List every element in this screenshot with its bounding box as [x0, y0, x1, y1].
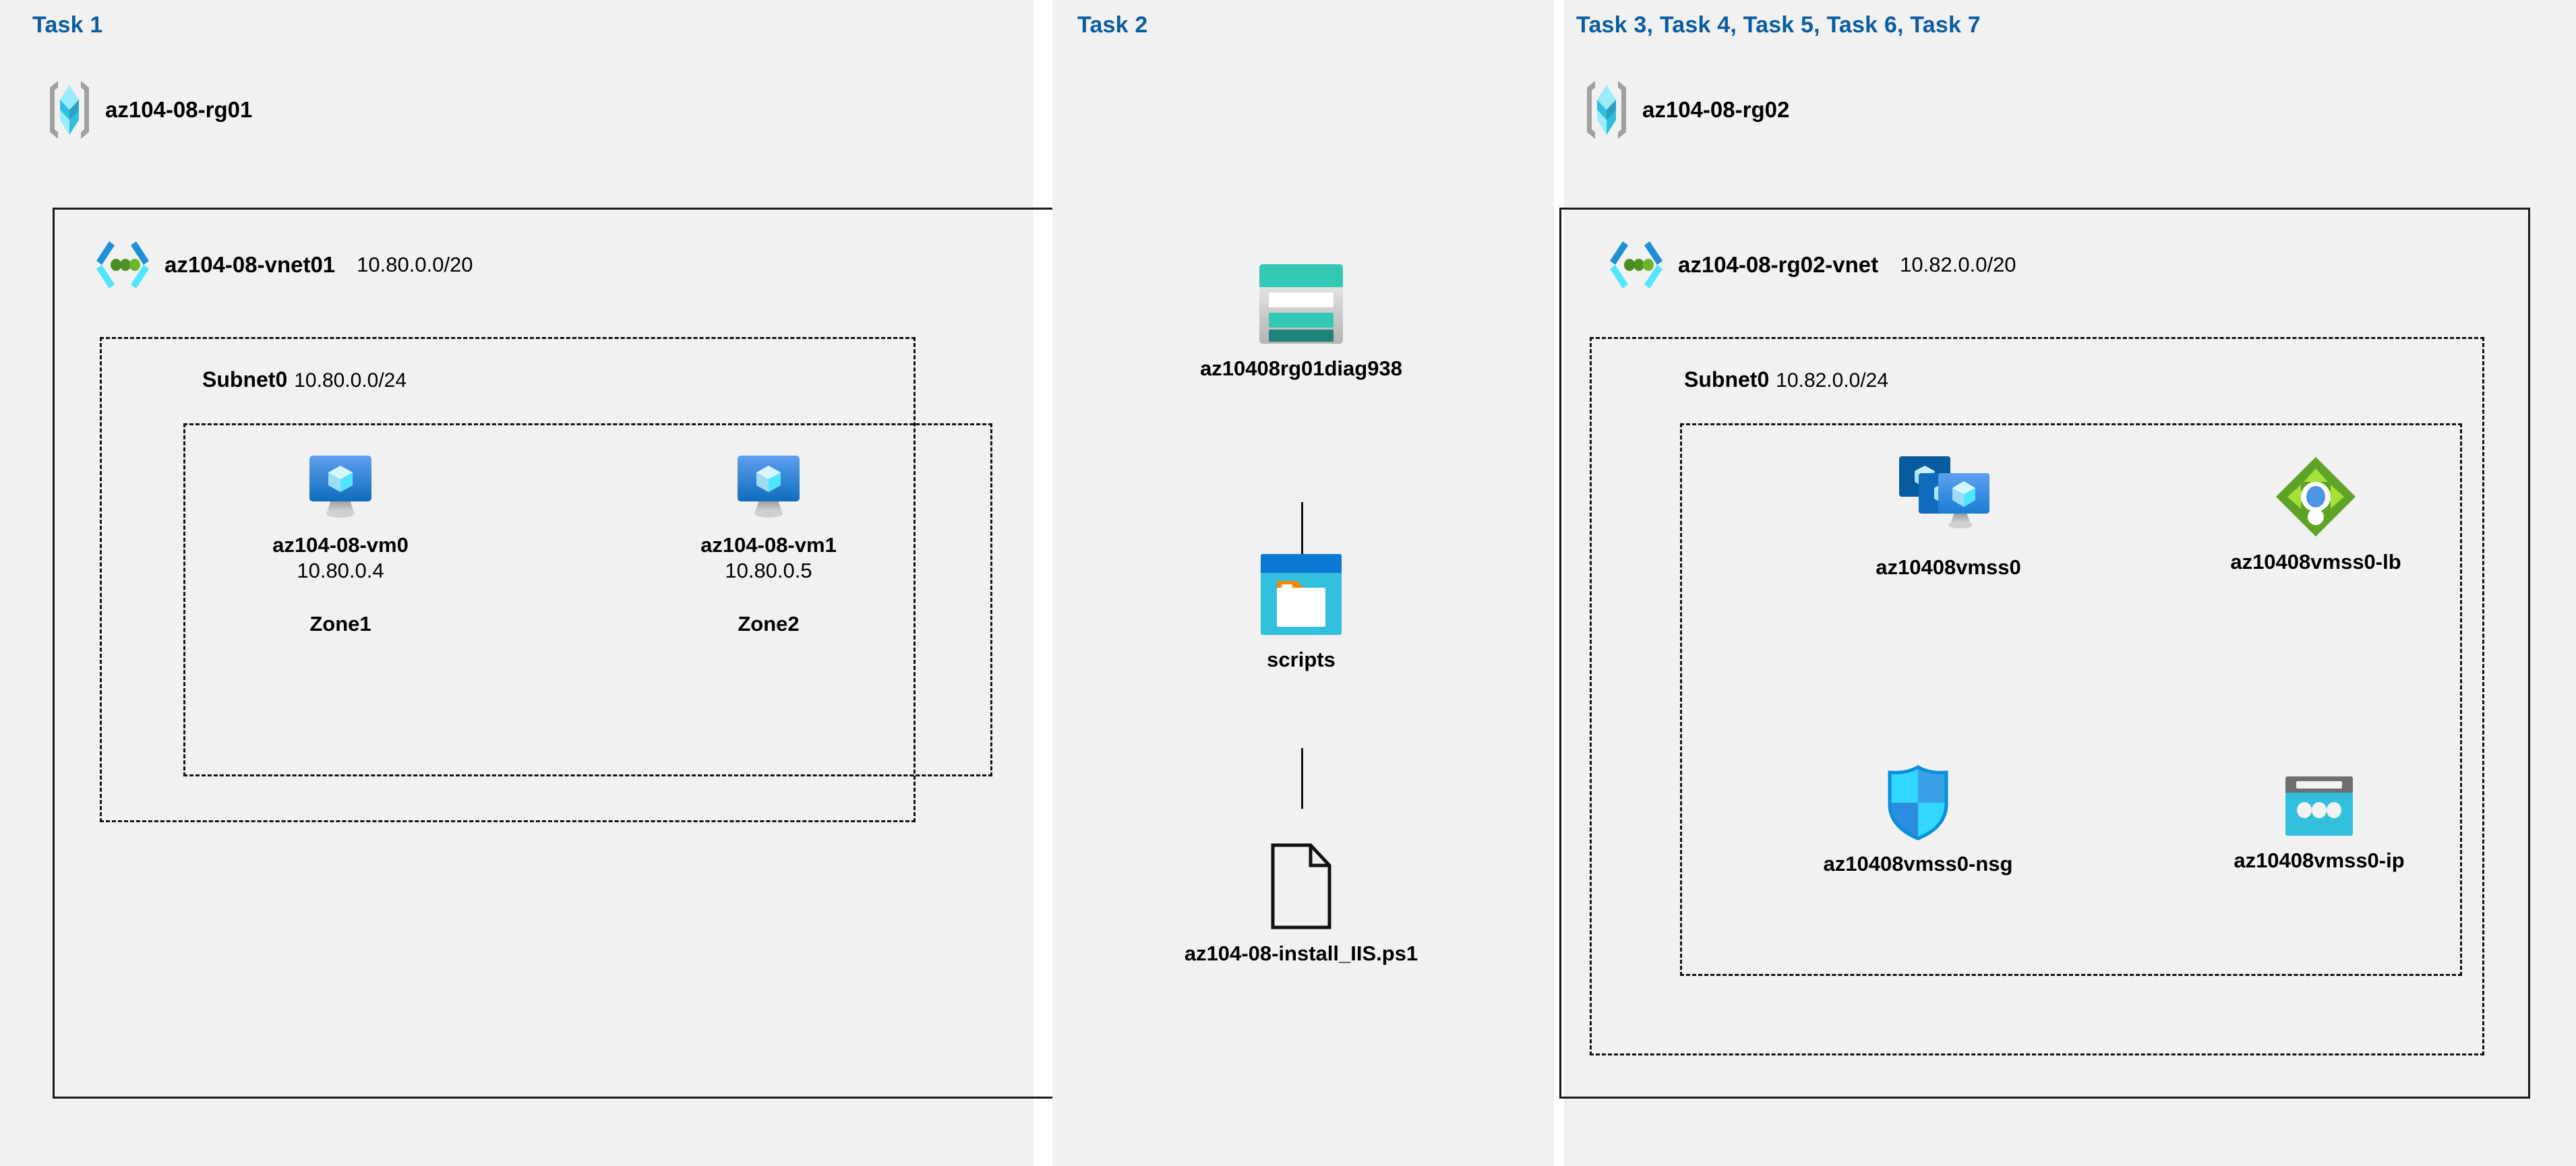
- subnet-cidr: 10.80.0.0/24: [294, 369, 407, 392]
- vmss-resources-boundary: [1680, 423, 2462, 976]
- network-security-group-name: az10408vmss0-nsg: [1823, 852, 2013, 876]
- vnet-cidr: 10.82.0.0/20: [1900, 253, 2016, 276]
- resource-group-name: az104-08-rg02: [1642, 97, 1790, 122]
- vm-ip: 10.80.0.4: [297, 558, 384, 582]
- network-security-group-node[interactable]: az10408vmss0-nsg: [1749, 765, 2087, 877]
- storage-account-icon: [1258, 263, 1344, 345]
- vm-zone: Zone1: [309, 611, 371, 636]
- vm-name: az104-08-vm0: [272, 533, 409, 557]
- script-file-name: az104-08-install_IIS.ps1: [1184, 942, 1418, 965]
- virtual-machine-icon: [733, 452, 804, 522]
- storage-account-name: az10408rg01diag938: [1200, 357, 1402, 380]
- script-file-node[interactable]: az104-08-install_IIS.ps1: [1119, 842, 1483, 966]
- vm-zone: Zone2: [738, 611, 800, 636]
- task3-panel: [1564, 0, 2576, 1166]
- subnet0-title: Subnet0 10.82.0.0/24: [1684, 367, 1888, 392]
- virtual-machine-icon: [305, 452, 376, 522]
- task1-label: Task 1: [32, 12, 103, 38]
- connector-storage-to-container: [1301, 502, 1303, 563]
- resource-group-rg02[interactable]: az104-08-rg02: [1586, 80, 1789, 140]
- connector-container-to-file: [1301, 748, 1303, 809]
- subnet-name: Subnet0: [1684, 367, 1770, 392]
- load-balancer-name: az10408vmss0-lb: [2230, 550, 2401, 574]
- public-ip-address-node[interactable]: az10408vmss0-ip: [2178, 775, 2461, 873]
- blob-container-icon: [1259, 553, 1343, 636]
- vnet-cidr: 10.80.0.0/20: [357, 253, 473, 276]
- task2-label: Task 2: [1077, 12, 1148, 38]
- vm-scale-set-name: az10408vmss0: [1876, 555, 2021, 579]
- virtual-network-icon: [1608, 239, 1665, 290]
- subnet0-boundary: [100, 337, 916, 822]
- network-security-group-icon: [1886, 765, 1950, 840]
- storage-account-node[interactable]: az10408rg01diag938: [1139, 263, 1463, 381]
- blob-container-name: scripts: [1267, 648, 1336, 671]
- public-ip-address-name: az10408vmss0-ip: [2234, 849, 2405, 872]
- subnet-name: Subnet0: [202, 367, 288, 392]
- vm-name: az104-08-vm1: [700, 533, 837, 557]
- resource-group-rg01[interactable]: az104-08-rg01: [49, 80, 252, 140]
- load-balancer-node[interactable]: az10408vmss0-lb: [2167, 455, 2464, 575]
- resource-group-icon: [49, 80, 90, 140]
- subnet0-title: Subnet0 10.80.0.0/24: [202, 367, 407, 392]
- availability-zones-boundary: [183, 423, 992, 776]
- task3-label: Task 3, Task 4, Task 5, Task 6, Task 7: [1576, 12, 1981, 38]
- subnet0-boundary: [1590, 337, 2484, 1055]
- vnet01-header[interactable]: az104-08-vnet01 10.80.0.0/20: [94, 239, 473, 290]
- vnet02-boundary: [1559, 208, 2530, 1099]
- virtual-network-icon: [94, 239, 151, 290]
- vm-scale-set-node[interactable]: az10408vmss0: [1807, 455, 2090, 580]
- vm-scale-set-icon: [1898, 455, 1999, 544]
- blob-container-node[interactable]: scripts: [1227, 553, 1375, 673]
- load-balancer-icon: [2274, 455, 2358, 539]
- script-file-icon: [1270, 842, 1332, 930]
- resource-group-name: az104-08-rg01: [105, 97, 253, 122]
- vnet-name: az104-08-vnet01: [164, 252, 336, 277]
- vm-node-vm0[interactable]: az104-08-vm0 10.80.0.4 Zone1: [253, 452, 428, 636]
- subnet-cidr: 10.82.0.0/24: [1776, 369, 1889, 392]
- vm-ip: 10.80.0.5: [725, 558, 812, 582]
- public-ip-address-icon: [2284, 775, 2354, 837]
- task1-panel: [0, 0, 1034, 1166]
- vnet-name: az104-08-rg02-vnet: [1678, 252, 1879, 277]
- vm-node-vm1[interactable]: az104-08-vm1 10.80.0.5 Zone2: [681, 452, 856, 636]
- vnet02-header[interactable]: az104-08-rg02-vnet 10.82.0.0/20: [1608, 239, 2016, 290]
- resource-group-icon: [1586, 80, 1627, 140]
